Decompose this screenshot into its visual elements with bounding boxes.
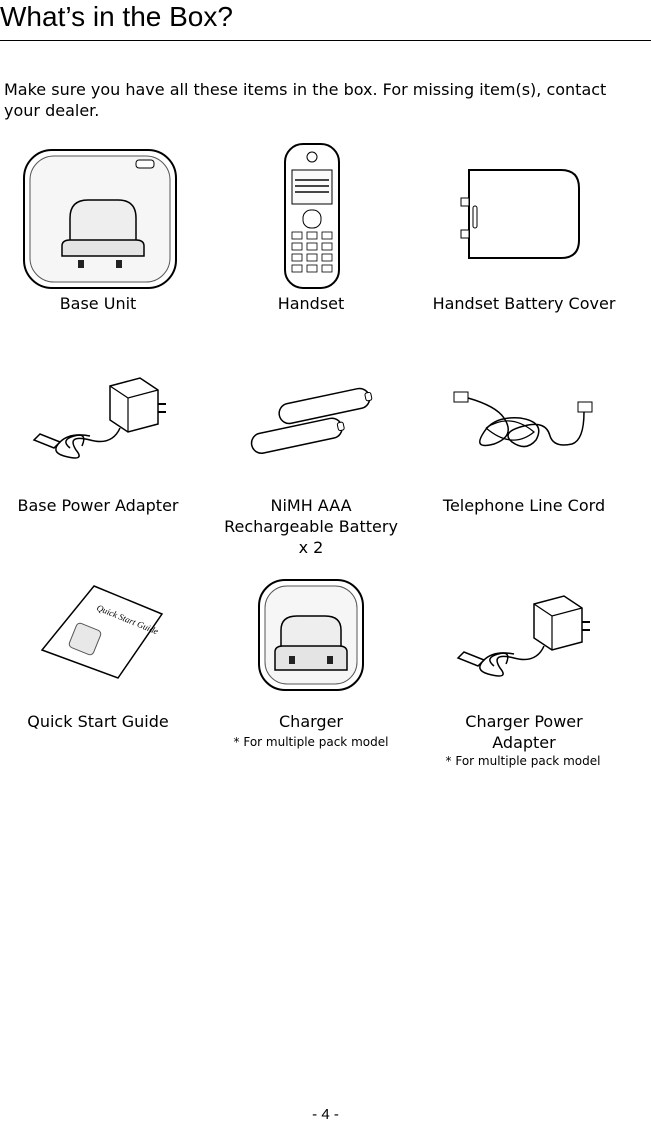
guide-icon: Quick Start Guide: [40, 585, 164, 679]
battery-cover-icon: [460, 169, 580, 259]
page-number: - 4 -: [312, 1106, 339, 1123]
item-label: NiMH AAA Rechargeable Battery x 2: [224, 496, 398, 557]
item-note: * For multiple pack model: [233, 735, 389, 749]
intro-text: Make sure you have all these items in th…: [4, 80, 607, 120]
item-label: Telephone Line Cord: [442, 496, 606, 515]
power-adapter-icon: [456, 595, 590, 677]
base-unit-icon: [23, 149, 177, 289]
item-label: Handset Battery Cover: [432, 294, 616, 313]
item-label: Charger: [279, 712, 343, 731]
item-label: Charger Power Adapter: [465, 712, 583, 752]
item-note: * For multiple pack model: [445, 754, 601, 768]
title-divider: [0, 40, 651, 41]
item-label: Base Unit: [59, 294, 137, 313]
page-title: What’s in the Box?: [0, 1, 233, 32]
item-label: Quick Start Guide: [27, 712, 169, 731]
charger-icon: [258, 579, 364, 691]
power-adapter-icon: [32, 377, 166, 459]
item-label: Handset: [277, 294, 345, 313]
battery-icon: [250, 387, 373, 454]
item-label: Base Power Adapter: [17, 496, 179, 515]
line-cord-icon: [453, 391, 593, 448]
handset-icon: [284, 143, 340, 289]
